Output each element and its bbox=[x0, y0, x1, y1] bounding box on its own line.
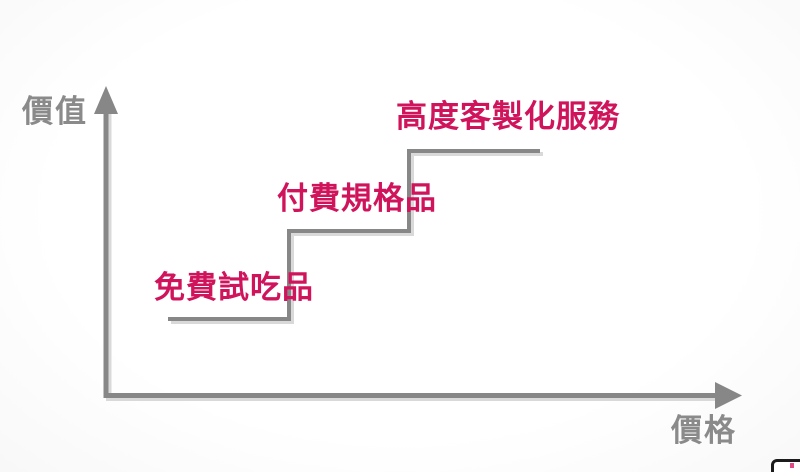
x-axis-arrowhead-icon bbox=[715, 382, 742, 409]
step-label-custom-service: 高度客製化服務 bbox=[396, 99, 620, 134]
step-curve-shadow bbox=[171, 152, 543, 324]
line-shadows bbox=[106, 113, 722, 401]
step-label-free-sample: 免費試吃品 bbox=[154, 270, 314, 305]
step-label-paid-standard: 付費規格品 bbox=[277, 181, 437, 216]
corner-slide-thumbnail[interactable] bbox=[771, 459, 800, 472]
thumbnail-accent-mark bbox=[790, 463, 794, 468]
y-axis-arrowhead-icon bbox=[94, 86, 118, 114]
step-curve bbox=[168, 149, 540, 321]
y-axis-label: 價值 bbox=[22, 94, 88, 129]
x-axis-label: 價格 bbox=[671, 413, 737, 448]
